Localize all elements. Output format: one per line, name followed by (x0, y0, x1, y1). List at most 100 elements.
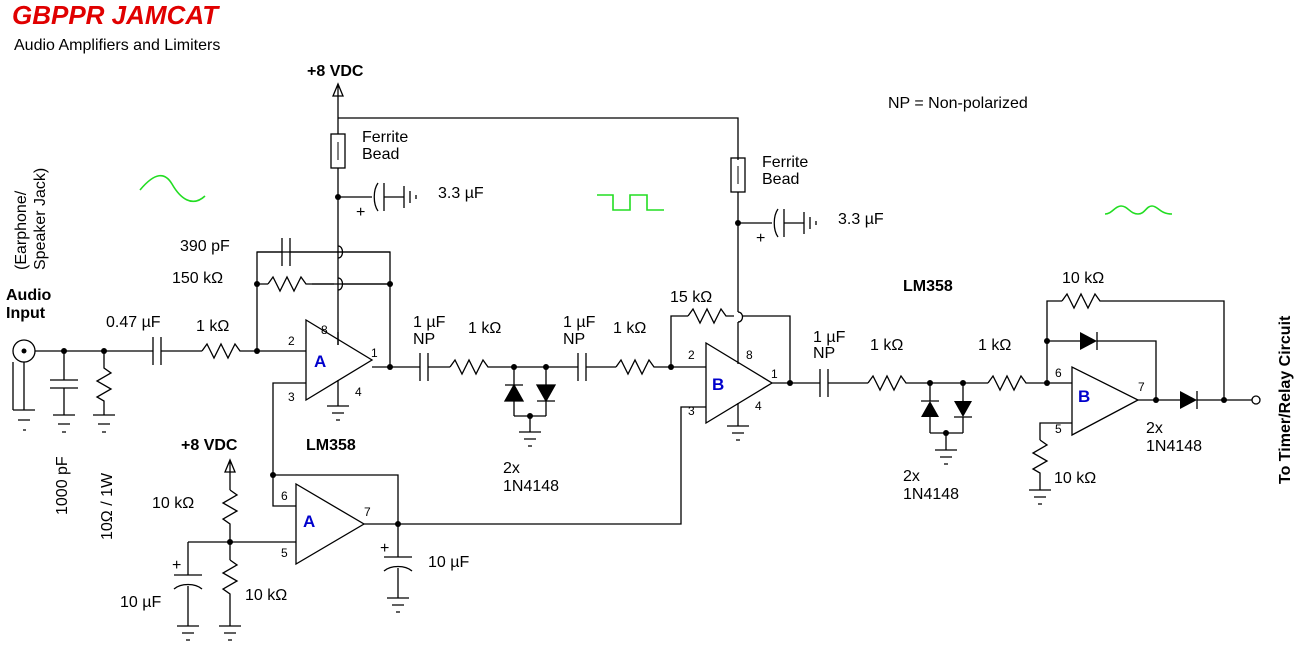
resistor-1k-d-value: 1 kΩ (978, 337, 1011, 354)
opamp-b-pin3: 3 (688, 404, 695, 418)
input-resistor-10ohm (93, 351, 115, 433)
opamp-a-bottom (295, 482, 366, 566)
opamp-a-bottom-pin5: 5 (281, 546, 288, 560)
opamp-a-pin2: 2 (288, 334, 295, 348)
opamp-a-bottom-pin6: 6 (281, 489, 288, 503)
opamp-b-pin4: 4 (755, 399, 762, 413)
np-cap-3-value: 1 µF (813, 329, 846, 346)
output-diode-part: 1N4148 (1146, 438, 1202, 455)
np-cap-3 (814, 369, 868, 397)
bias-resistor-top-value: 10 kΩ (152, 495, 194, 512)
ground-resistor-10k (1029, 439, 1051, 505)
bypass-cap-2-value: 3.3 µF (838, 211, 884, 228)
output-diode (1180, 391, 1197, 409)
output-terminal[interactable] (1251, 395, 1261, 405)
feedback-cap-value: 390 pF (180, 238, 230, 255)
opamp-a-pin3: 3 (288, 390, 295, 404)
ferrite-2-label-line1: Ferrite (762, 154, 808, 171)
supply-main-label: +8 VDC (307, 63, 364, 80)
sine-waveform-icon (139, 174, 206, 202)
bias-cap-left (173, 542, 203, 641)
input-cap-value: 1000 pF (54, 456, 71, 515)
resistor-1k-d (987, 374, 1072, 392)
schematic-title: GBPPR JAMCAT (12, 0, 220, 30)
opamp-a-pin4: 4 (355, 385, 362, 399)
opamp-b-pin1: 1 (771, 367, 778, 381)
opamp-b-middle-label: B (712, 375, 724, 394)
opamp-b-right (1071, 365, 1140, 437)
feedback-resistor-10k-value: 10 kΩ (1062, 270, 1104, 287)
opamp-b-right-pin6: 6 (1055, 366, 1062, 380)
resistor-1k-c-value: 1 kΩ (870, 337, 903, 354)
resistor-1k-b-value: 1 kΩ (613, 320, 646, 337)
bypass-cap-1-value: 3.3 µF (438, 185, 484, 202)
opamp-b-pin8: 8 (746, 348, 753, 362)
input-resistor-1k-value: 1 kΩ (196, 318, 229, 335)
opamp-b-right-pin5: 5 (1055, 422, 1062, 436)
feedback-resistor-value: 150 kΩ (172, 270, 223, 287)
opamp-a-bottom-label: A (303, 512, 315, 531)
ferrite-1-label-line2: Bead (362, 146, 399, 163)
np-cap-1-value: 1 µF (413, 314, 446, 331)
bias-resistor-top (221, 489, 239, 560)
jack-label-line1: (Earphone/ (13, 190, 30, 270)
supply-bias-arrow (224, 458, 236, 490)
opamp-b-right-pin7: 7 (1138, 380, 1145, 394)
bypass-cap-1 (338, 182, 417, 212)
opamp-a-pin8: 8 (321, 323, 328, 337)
bias-resistor-bottom (219, 559, 241, 641)
clipper-diodes-1 (503, 367, 557, 447)
schematic-subtitle: Audio Amplifiers and Limiters (14, 37, 220, 54)
diodes-1-part: 1N4148 (503, 478, 559, 495)
supply-bus-wire (338, 117, 739, 160)
coupling-cap-047uf (148, 337, 202, 365)
feedback-diode (1080, 332, 1097, 350)
clipped-waveform-icon (1104, 205, 1173, 215)
bypass-cap-1-plus: + (356, 204, 365, 221)
supply-main-arrow (332, 82, 344, 118)
feedback-resistor-150k (267, 275, 334, 293)
np-cap-2-np: NP (563, 331, 585, 348)
feedback-resistor-15k (687, 307, 734, 325)
opamp-a-bottom-pin7: 7 (364, 505, 371, 519)
coupling-cap-047-value: 0.47 µF (106, 314, 161, 331)
bias-cap-right-plus: + (380, 540, 389, 557)
ic-label-lm358-right: LM358 (903, 278, 953, 295)
bypass-cap-2 (738, 208, 817, 238)
resistor-1k-b (615, 358, 706, 376)
ferrite-1-label-line1: Ferrite (362, 129, 408, 146)
bias-cap-right-value: 10 µF (428, 554, 469, 571)
audio-input-label-line2: Input (6, 305, 46, 322)
ic-label-lm358-left: LM358 (306, 437, 356, 454)
diodes-2-part: 1N4148 (903, 486, 959, 503)
ground-resistor-10k-value: 10 kΩ (1054, 470, 1096, 487)
np-note: NP = Non-polarized (888, 95, 1028, 112)
clipper-diodes-2 (921, 383, 972, 465)
opamp-b-right-label: B (1078, 387, 1090, 406)
bias-cap-left-plus: + (172, 557, 181, 574)
opamp-b-pin2: 2 (688, 348, 695, 362)
audio-input-label-line1: Audio (6, 287, 52, 304)
feedback-resistor-10k (1061, 292, 1225, 400)
bias-cap-right (383, 524, 413, 613)
input-cap-1000pf (50, 351, 78, 433)
opamp-b-middle (705, 341, 774, 425)
resistor-1k-a-value: 1 kΩ (468, 320, 501, 337)
input-resistor-1k (201, 342, 306, 360)
np-cap-2-value: 1 µF (563, 314, 596, 331)
diodes-1-count: 2x (503, 460, 520, 477)
bias-resistor-bottom-value: 10 kΩ (245, 587, 287, 604)
bias-cap-left-value: 10 µF (120, 594, 161, 611)
output-label: To Timer/Relay Circuit (1277, 315, 1294, 484)
supply-bias-label: +8 VDC (181, 437, 238, 454)
resistor-1k-c (867, 374, 988, 392)
jack-label-line2: Speaker Jack) (32, 168, 49, 270)
np-cap-3-np: NP (813, 345, 835, 362)
input-resistor-value: 10Ω / 1W (99, 472, 116, 540)
np-cap-1 (414, 353, 450, 381)
feedback-resistor-15k-value: 15 kΩ (670, 289, 712, 306)
ferrite-2-label-line2: Bead (762, 171, 799, 188)
np-cap-1-np: NP (413, 331, 435, 348)
bypass-cap-2-plus: + (756, 230, 765, 247)
np-cap-2 (577, 353, 616, 381)
